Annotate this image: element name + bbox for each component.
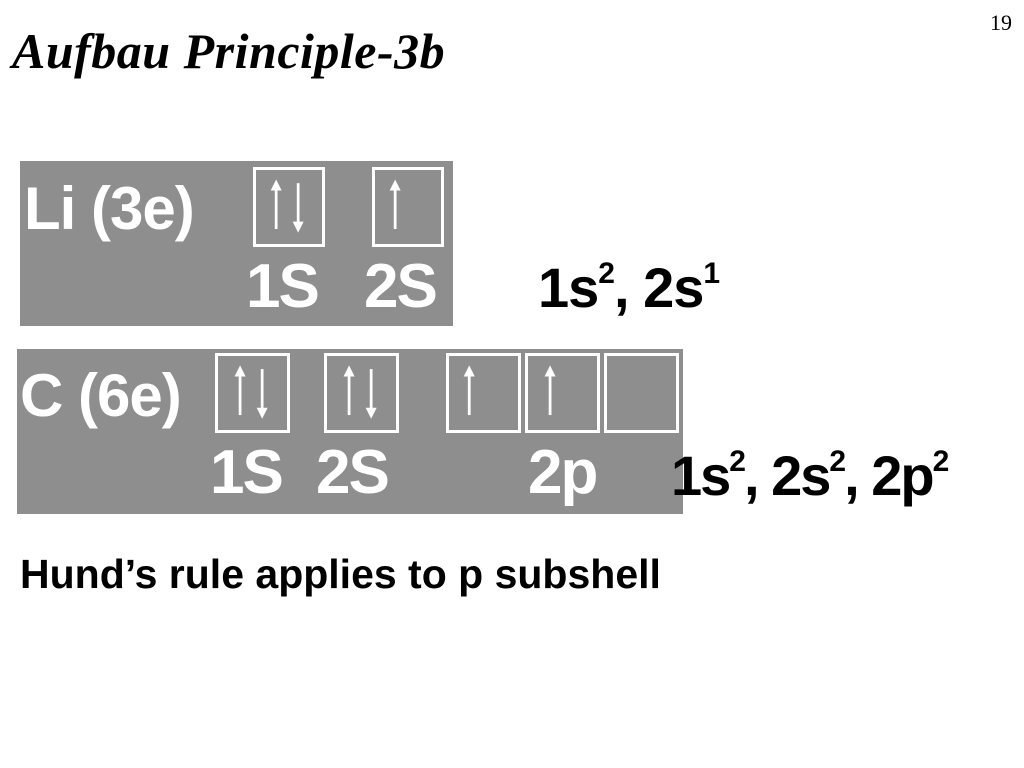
carbon-orbital-2s [324, 353, 399, 433]
carbon-panel: C (6e) 1S 2S 2p [17, 349, 683, 514]
carbon-orbital-2p-3 [604, 353, 679, 433]
up-arrow-icon [463, 365, 475, 416]
up-down-arrow-pair-icon [234, 365, 268, 419]
up-arrow-icon [389, 179, 401, 229]
slide-number: 19 [990, 10, 1012, 35]
up-down-arrow-pair-icon [270, 179, 304, 233]
config-term: 2s1 [643, 256, 720, 319]
lithium-panel: Li (3e) 1S 2S [20, 161, 453, 326]
lithium-electron-config: 1s2, 2s1 [538, 259, 720, 316]
up-arrow-icon [544, 365, 556, 416]
carbon-orbital-1s [215, 353, 290, 433]
carbon-orbital-2p-1 [446, 353, 521, 433]
slide-title: Aufbau Principle-3b [12, 23, 446, 79]
lithium-orbital-2s [372, 167, 444, 247]
carbon-orbital-label-2s: 2S [316, 438, 390, 507]
config-term: 1s2, [538, 256, 644, 319]
carbon-orbital-2p-2 [525, 353, 600, 433]
config-term: 2p2 [871, 444, 949, 507]
lithium-label: Li (3e) [24, 175, 195, 242]
hunds-rule-note: Hund’s rule applies to p subshell [20, 551, 661, 597]
lithium-orbital-1s [253, 167, 325, 247]
config-term: 2s2, [771, 444, 872, 507]
carbon-electron-config: 1s2, 2s2, 2p2 [671, 447, 949, 504]
carbon-orbital-label-2p: 2p [528, 438, 598, 507]
carbon-orbital-label-1s: 1S [210, 438, 284, 507]
carbon-label: C (6e) [20, 362, 182, 429]
lithium-orbital-label-2s: 2S [364, 252, 438, 321]
up-down-arrow-pair-icon [343, 365, 377, 419]
lithium-orbital-label-1s: 1S [246, 252, 320, 321]
config-term: 1s2, [671, 444, 772, 507]
